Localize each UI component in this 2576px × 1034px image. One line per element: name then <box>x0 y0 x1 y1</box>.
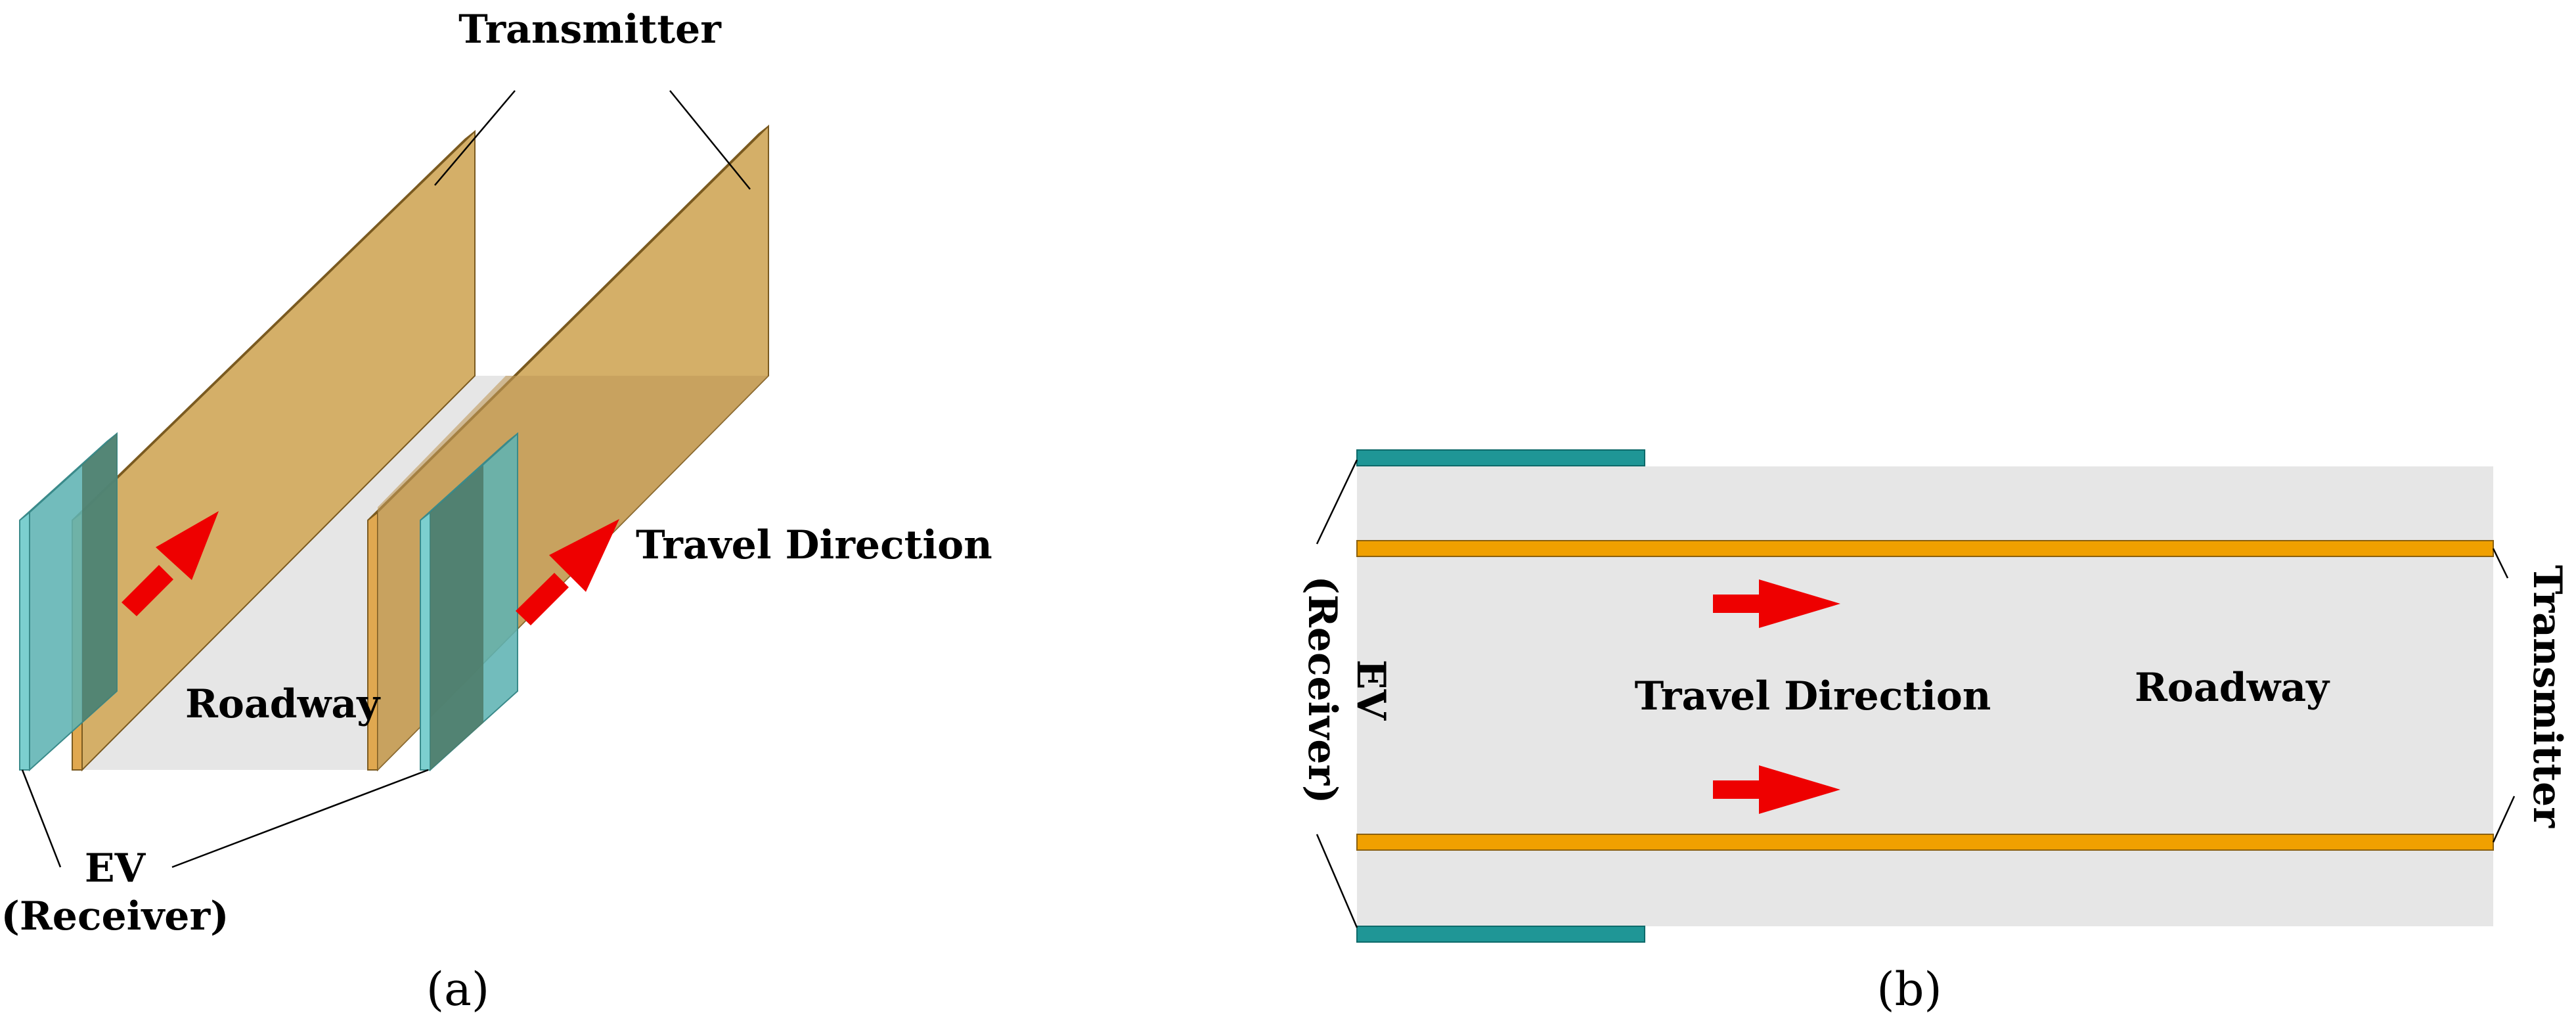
panel-b-direction-arrow-bottom <box>1713 765 1840 814</box>
panel-b-receiver-label: (Receiver) <box>1299 576 1345 804</box>
panel-b-transmitter-rail-bottom <box>1356 834 2494 851</box>
panel-b-top-view: Travel Direction Roadway EV (Receiver) T… <box>1299 449 2570 1016</box>
panel-b-ev-leader-top <box>1316 459 1358 545</box>
transmitter-leader-right <box>669 90 751 190</box>
panel-a-receiver-label: (Receiver) <box>1 893 229 939</box>
panel-a-caption: (a) <box>426 962 489 1016</box>
panel-a-direction-arrow-right <box>516 519 619 625</box>
left-receiver-panel <box>19 432 118 772</box>
panel-b-ev-label: EV <box>1348 660 1394 721</box>
panel-a-ev-label: EV <box>85 845 146 891</box>
panel-b-receiver-bar-top <box>1356 449 1645 466</box>
panel-b-ev-label-group: EV (Receiver) <box>1299 576 1394 804</box>
panel-b-direction-arrow-top <box>1713 579 1840 628</box>
ev-leader-right <box>171 769 429 868</box>
panel-a-transmitter-label: Transmitter <box>458 7 722 53</box>
panel-a-direction-arrow-left <box>122 511 219 616</box>
ev-leader-left <box>21 769 62 868</box>
panel-a-roadway-label: Roadway <box>185 681 381 727</box>
panel-a-isometric-view: Transmitter Travel Direction Roadway EV … <box>1 7 992 1016</box>
panel-b-ev-leader-bottom <box>1316 834 1358 928</box>
panel-b-receiver-bar-bottom <box>1356 926 1645 943</box>
right-receiver-panel <box>420 432 518 772</box>
panel-b-travel-direction-label: Travel Direction <box>1635 673 1991 719</box>
panel-b-roadway-label: Roadway <box>2135 665 2330 711</box>
panel-b-caption: (b) <box>1876 962 1942 1016</box>
panel-b-transmitter-label: Transmitter <box>2524 565 2570 828</box>
panel-b-transmitter-leader-bottom <box>2492 796 2516 843</box>
transmitter-leader-left <box>434 90 516 186</box>
panel-b-transmitter-rail-top <box>1356 540 2494 557</box>
panel-a-travel-direction-label: Travel Direction <box>636 522 992 568</box>
panel-b-transmitter-leader-top <box>2492 548 2509 579</box>
